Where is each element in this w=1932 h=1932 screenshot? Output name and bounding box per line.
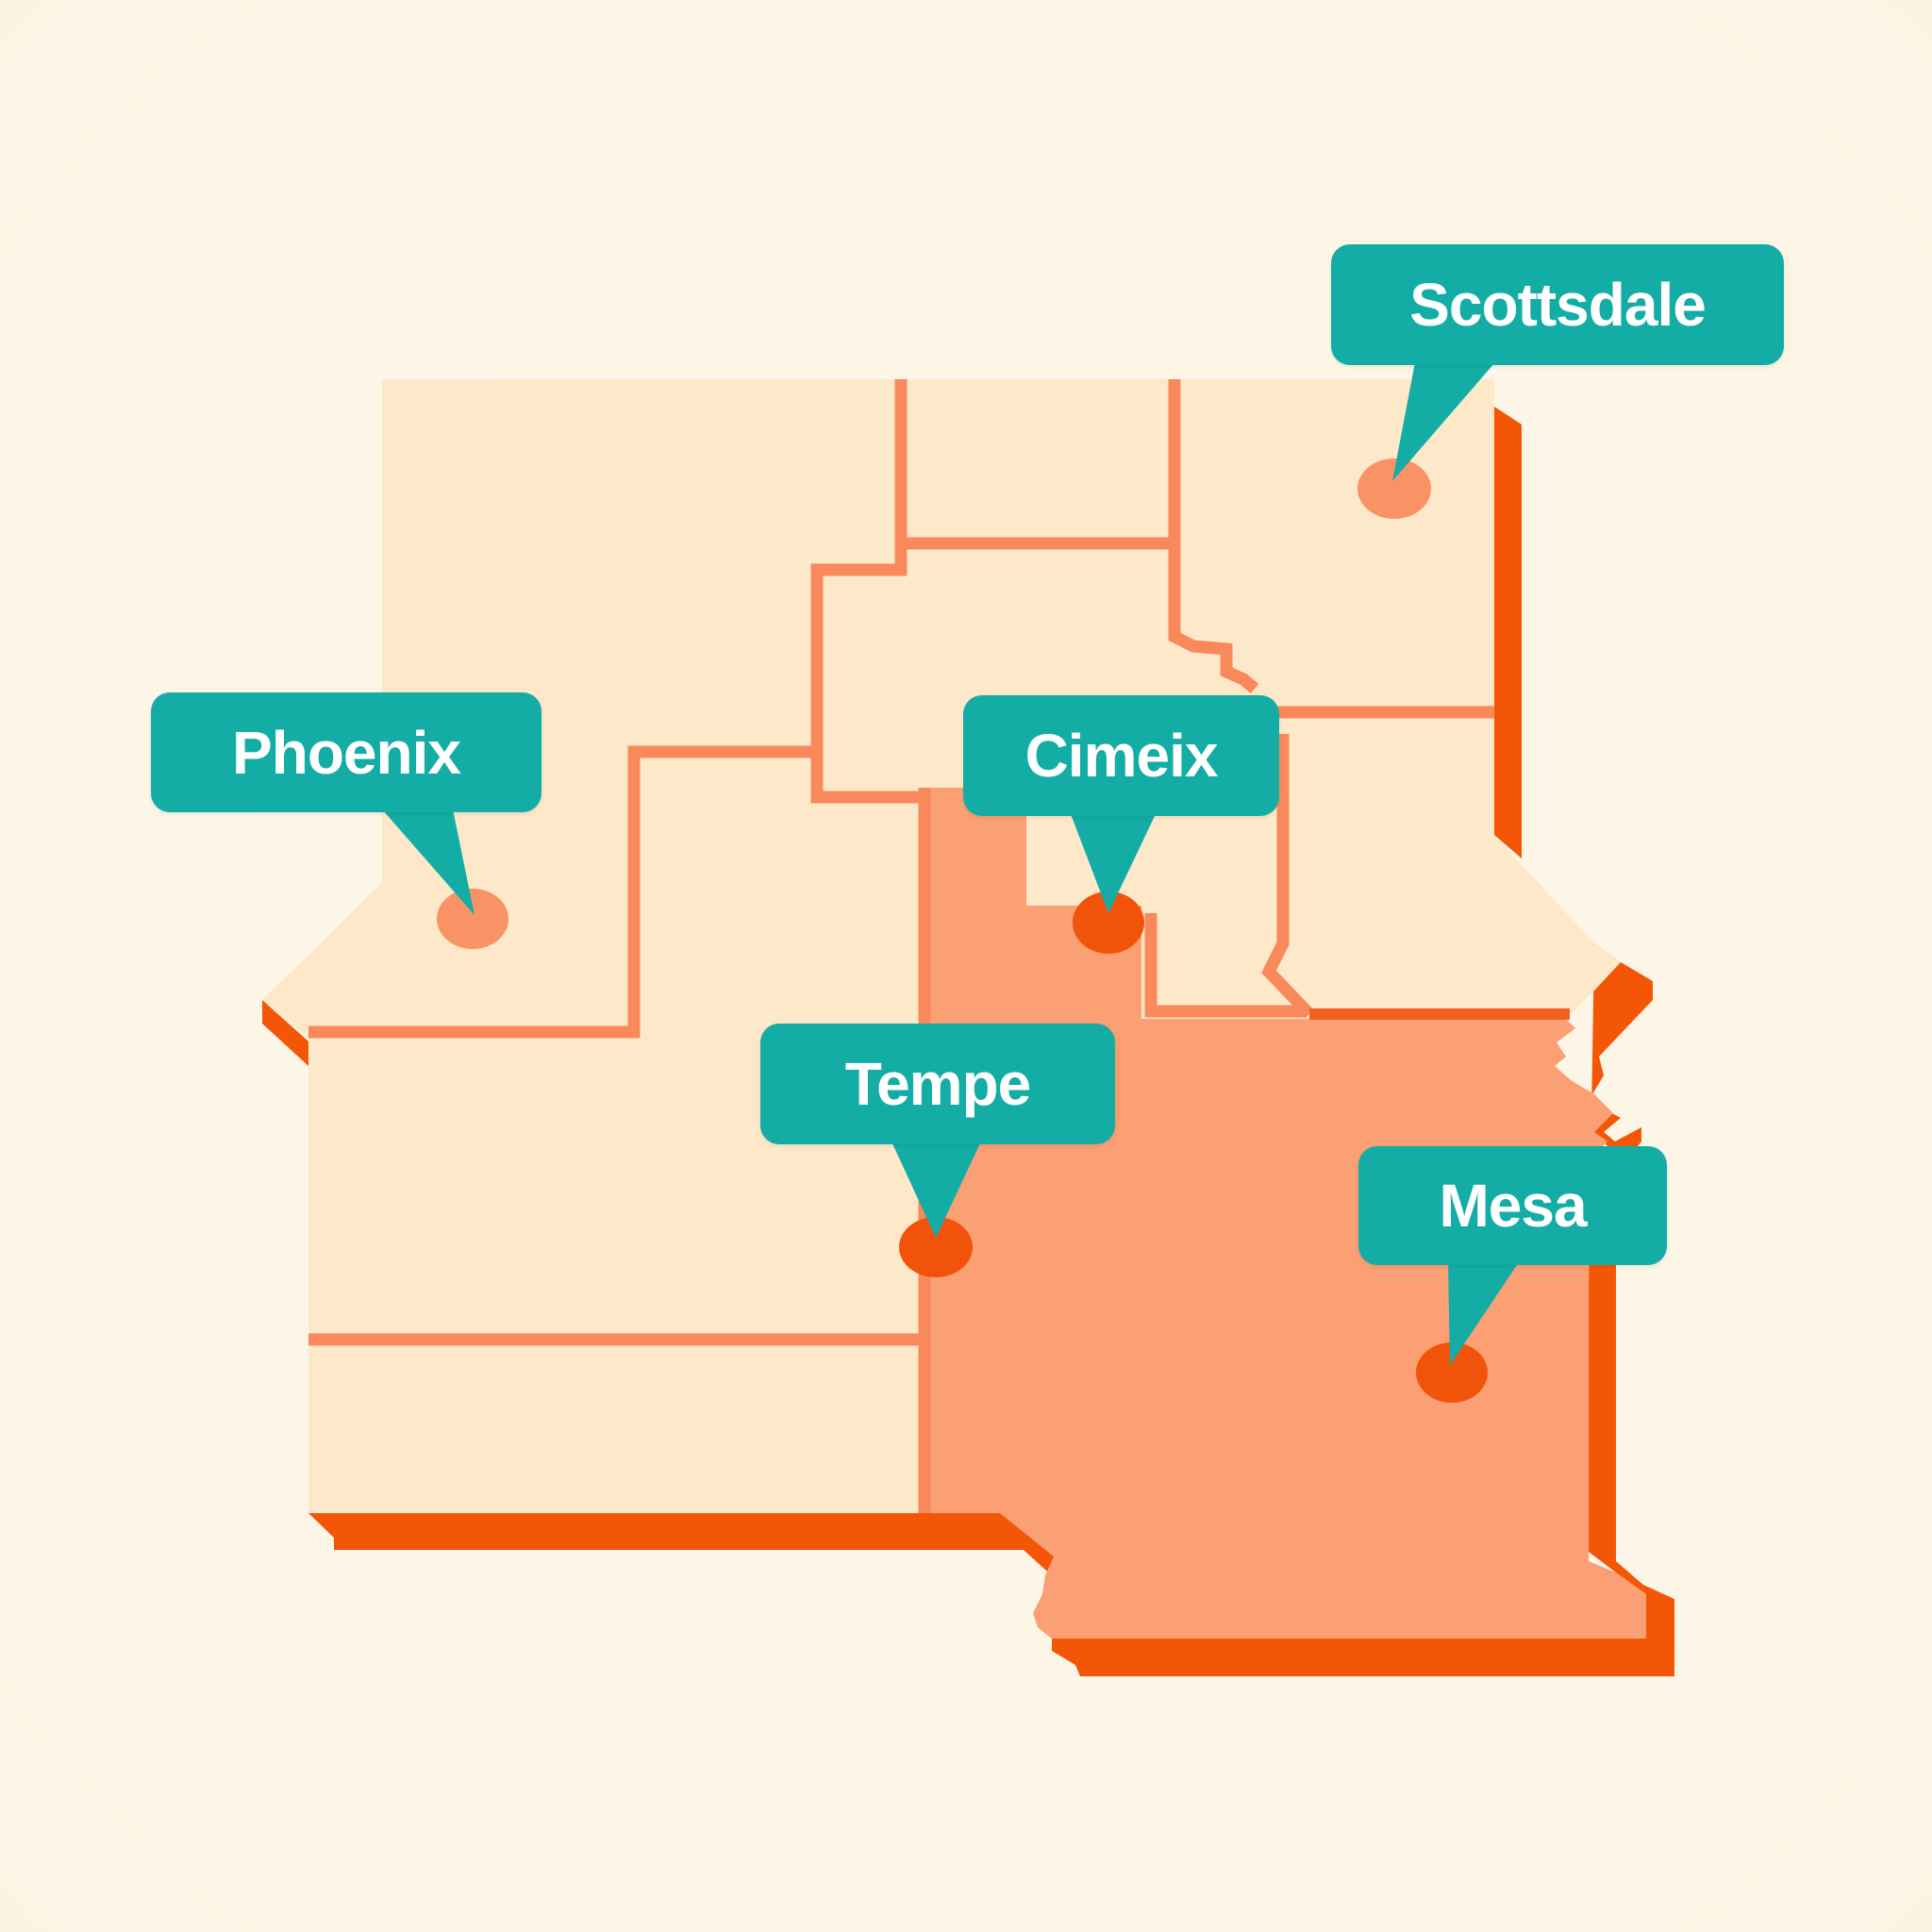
label-scottsdale: Scottsdale: [1331, 244, 1784, 365]
map-regions: [262, 379, 1646, 1639]
mesa-tail: [1448, 1262, 1519, 1365]
label-mesa: Mesa: [1358, 1146, 1667, 1265]
region-highlight: [924, 788, 1646, 1639]
label-phoenix: Phoenix: [151, 692, 541, 812]
cimeix-tail: [1071, 814, 1156, 913]
pin-scottsdale[interactable]: [1357, 458, 1431, 519]
label-cimeix: Cimeix: [963, 695, 1279, 816]
pin-tempe[interactable]: [899, 1217, 973, 1277]
region-base: [262, 379, 1621, 1513]
scottsdale-tail: [1392, 362, 1495, 481]
label-tempe: Tempe: [760, 1024, 1115, 1144]
pin-cimeix[interactable]: [1073, 891, 1144, 954]
pin-phoenix[interactable]: [437, 889, 508, 949]
phoenix-tail: [382, 809, 475, 915]
tempe-tail: [891, 1141, 981, 1238]
pin-mesa[interactable]: [1416, 1342, 1488, 1403]
map-extrusion: [262, 407, 1674, 1676]
map-pins: [437, 458, 1488, 1403]
callout-tails: [382, 362, 1519, 1365]
